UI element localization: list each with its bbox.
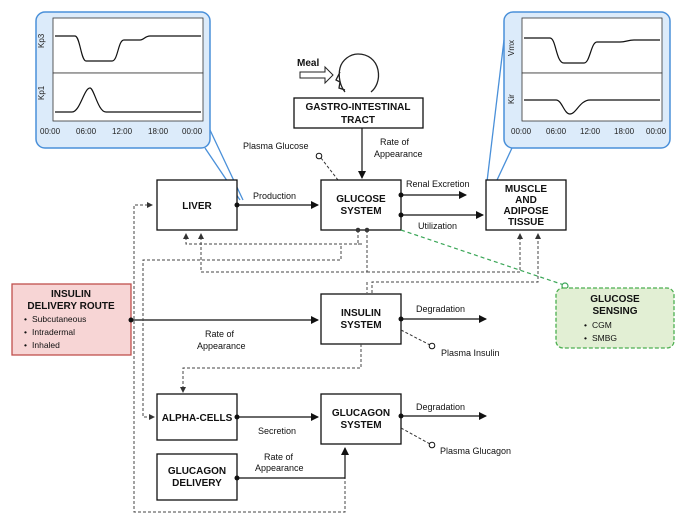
insulin-system-title-line2: SYSTEM bbox=[340, 320, 381, 331]
sensing-item-cgm: CGM bbox=[592, 320, 612, 330]
plasma-glucagon-label: Plasma Glucagon bbox=[440, 446, 511, 456]
kp3-curve bbox=[55, 35, 201, 62]
head-icon bbox=[335, 53, 380, 93]
alpha-cells-title: ALPHA-CELLS bbox=[162, 413, 233, 424]
renal-excretion-label: Renal Excretion bbox=[406, 179, 470, 189]
meal-label: Meal bbox=[297, 58, 319, 69]
production-label: Production bbox=[253, 191, 296, 201]
insulin-route-title-line2: DELIVERY ROUTE bbox=[27, 301, 115, 312]
sensing-bullet-1: • bbox=[584, 320, 587, 330]
route-item-intradermal: Intradermal bbox=[32, 327, 75, 337]
route-bullet-1: • bbox=[24, 314, 27, 324]
glucagon-appearance-arrow bbox=[237, 447, 349, 479]
degradation-insulin-label: Degradation bbox=[416, 304, 465, 314]
git-title-line1: GASTRO-INTESTINAL bbox=[306, 102, 411, 113]
glucose-to-liver-feedback bbox=[183, 230, 359, 245]
insulin-delivery-route-box[interactable] bbox=[11, 283, 132, 356]
rate-appearance-glucagon-line1: Rate of bbox=[264, 452, 294, 462]
plasma-glucose-label: Plasma Glucose bbox=[243, 141, 309, 151]
left-parameter-panel: Kp3 Kp1 00:00 06:00 12:00 18:00 00:00 bbox=[35, 11, 211, 149]
glucose-sensing-title-line2: SENSING bbox=[592, 306, 637, 317]
git-title-line2: TRACT bbox=[341, 115, 375, 126]
right-tick-0: 00:00 bbox=[511, 127, 532, 136]
left-tick-4: 00:00 bbox=[182, 127, 203, 136]
vmx-axis-label: Vmx bbox=[507, 40, 516, 56]
glucagon-system-title-line2: SYSTEM bbox=[340, 420, 381, 431]
kp1-axis-label: Kp1 bbox=[37, 85, 46, 100]
right-parameter-panel: Vmx Kir 00:00 06:00 12:00 18:00 00:00 bbox=[503, 11, 671, 149]
glucose-sensing-title-line1: GLUCOSE bbox=[590, 294, 640, 305]
right-tick-1: 06:00 bbox=[546, 127, 567, 136]
meal-arrow-icon bbox=[299, 65, 334, 85]
left-top-plot-area bbox=[52, 17, 204, 74]
left-tick-2: 12:00 bbox=[112, 127, 133, 136]
insulin-system-title-line1: INSULIN bbox=[341, 308, 381, 319]
sensing-bullet-2: • bbox=[584, 333, 587, 343]
rate-appearance-glucagon-line2: Appearance bbox=[255, 463, 304, 473]
route-bullet-3: • bbox=[24, 340, 27, 350]
plasma-insulin-probe-icon bbox=[428, 342, 436, 350]
left-tick-1: 06:00 bbox=[76, 127, 97, 136]
plasma-insulin-probe-line bbox=[400, 329, 431, 346]
plasma-glucagon-probe-line bbox=[400, 427, 431, 445]
glucagon-system-box[interactable] bbox=[320, 393, 402, 445]
glucose-system-title-line1: GLUCOSE bbox=[336, 194, 386, 205]
secretion-label: Secretion bbox=[258, 426, 296, 436]
liver-title: LIVER bbox=[182, 201, 212, 212]
kp1-curve bbox=[55, 87, 201, 113]
route-item-inhaled: Inhaled bbox=[32, 340, 60, 350]
alpha-cells-box[interactable] bbox=[156, 393, 238, 441]
vmx-curve bbox=[524, 37, 660, 64]
left-tick-0: 00:00 bbox=[40, 127, 61, 136]
insulin-to-muscle-feedback-2 bbox=[371, 233, 541, 293]
rate-appearance-insulin-line1: Rate of bbox=[205, 329, 235, 339]
glucose-system-title-line2: SYSTEM bbox=[340, 206, 381, 217]
insulin-system-box[interactable] bbox=[320, 293, 402, 345]
insulin-to-liver-feedback bbox=[198, 230, 368, 273]
rate-appearance-top-line2: Appearance bbox=[374, 149, 423, 159]
insulin-to-alpha-cells bbox=[180, 344, 362, 393]
glucagon-delivery-title-line1: GLUCAGON bbox=[168, 466, 226, 477]
glucagon-to-liver-feedback bbox=[133, 202, 346, 513]
glucose-sensing-link bbox=[400, 229, 565, 286]
muscle-title-line1: MUSCLE bbox=[505, 184, 548, 195]
kir-curve bbox=[524, 99, 660, 115]
plasma-insulin-label: Plasma Insulin bbox=[441, 348, 500, 358]
glucose-to-alpha-cells bbox=[142, 246, 342, 420]
route-item-subcutaneous: Subcutaneous bbox=[32, 314, 86, 324]
plasma-glucose-probe-icon bbox=[315, 152, 323, 160]
muscle-title-line3: ADIPOSE bbox=[503, 206, 548, 217]
right-tick-3: 18:00 bbox=[614, 127, 635, 136]
right-tick-4: 00:00 bbox=[646, 127, 667, 136]
glucose-system-box[interactable] bbox=[320, 179, 402, 231]
insulin-route-title-line1: INSULIN bbox=[51, 289, 91, 300]
left-tick-3: 18:00 bbox=[148, 127, 169, 136]
glucose-sensing-box[interactable] bbox=[555, 287, 675, 349]
insulin-to-muscle-feedback bbox=[367, 233, 523, 273]
right-top-plot-area bbox=[521, 17, 663, 74]
right-panel-callout-line-a bbox=[485, 39, 505, 191]
muscle-title-line2: AND bbox=[515, 195, 537, 206]
sensing-item-smbg: SMBG bbox=[592, 333, 617, 343]
plasma-glucagon-probe-icon bbox=[428, 441, 436, 449]
route-bullet-2: • bbox=[24, 327, 27, 337]
right-tick-2: 12:00 bbox=[580, 127, 601, 136]
muscle-adipose-tissue-box[interactable] bbox=[485, 179, 567, 231]
kp3-axis-label: Kp3 bbox=[37, 33, 46, 48]
glucagon-delivery-title-line2: DELIVERY bbox=[172, 478, 222, 489]
right-bottom-plot-area bbox=[521, 72, 663, 122]
rate-appearance-insulin-line2: Appearance bbox=[197, 341, 246, 351]
degradation-glucagon-label: Degradation bbox=[416, 402, 465, 412]
utilization-label: Utilization bbox=[418, 221, 457, 231]
rate-appearance-top-line1: Rate of bbox=[380, 137, 410, 147]
gastro-intestinal-tract-box[interactable] bbox=[293, 97, 424, 129]
muscle-title-line4: TISSUE bbox=[508, 217, 544, 228]
left-bottom-plot-area bbox=[52, 72, 204, 122]
glucagon-delivery-box[interactable] bbox=[156, 453, 238, 501]
plasma-glucose-probe-line bbox=[320, 157, 339, 181]
glucagon-system-title-line1: GLUCAGON bbox=[332, 408, 390, 419]
kir-axis-label: Kir bbox=[507, 94, 516, 104]
